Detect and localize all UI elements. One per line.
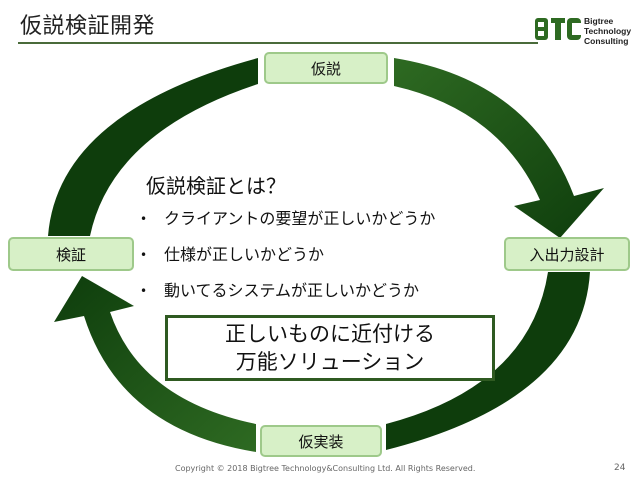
copyright-footer: Copyright © 2018 Bigtree Technology&Cons… — [175, 464, 476, 473]
callout-line-1: 正しいものに近付ける — [225, 322, 435, 346]
company-logo: Bigtree Technology Consulting — [535, 14, 635, 48]
btc-logo-icon — [535, 18, 581, 40]
logo-name-line: Consulting — [584, 36, 629, 46]
bullet-icon: • — [140, 284, 148, 298]
arrow-top-to-right — [394, 58, 604, 238]
bullet-text: 仕様が正しいかどうか — [164, 245, 325, 264]
logo-name-line: Technology — [584, 26, 632, 36]
list-item: • 仕様が正しいかどうか — [140, 243, 435, 279]
list-item: • 動いてるシステムが正しいかどうか — [140, 279, 435, 315]
bullet-list: • クライアントの要望が正しいかどうか • 仕様が正しいかどうか • 動いてるシ… — [140, 207, 435, 315]
slide-title: 仮説検証開発 — [20, 14, 156, 39]
arrow-bottom-to-left — [54, 276, 256, 452]
callout-box: 正しいものに近付ける 万能ソリューション — [165, 315, 495, 381]
node-io-design: 入出力設計 — [504, 237, 630, 271]
title-underline — [18, 42, 538, 44]
node-verification: 検証 — [8, 237, 134, 271]
bullet-icon: • — [140, 248, 148, 262]
arrow-left-to-top — [48, 58, 258, 236]
logo-name: Bigtree Technology Consulting — [584, 16, 636, 46]
page-number: 24 — [614, 463, 626, 473]
content-heading: 仮説検証とは？ — [146, 174, 286, 198]
callout-line-2: 万能ソリューション — [235, 350, 425, 374]
list-item: • クライアントの要望が正しいかどうか — [140, 207, 435, 243]
node-prototype: 仮実装 — [260, 425, 382, 457]
bullet-text: クライアントの要望が正しいかどうか — [164, 209, 436, 228]
arrow-right-to-bottom — [386, 272, 590, 450]
bullet-text: 動いてるシステムが正しいかどうか — [164, 281, 420, 300]
bullet-icon: • — [140, 212, 148, 226]
node-hypothesis: 仮説 — [264, 52, 388, 84]
logo-name-line: Bigtree — [584, 16, 614, 26]
